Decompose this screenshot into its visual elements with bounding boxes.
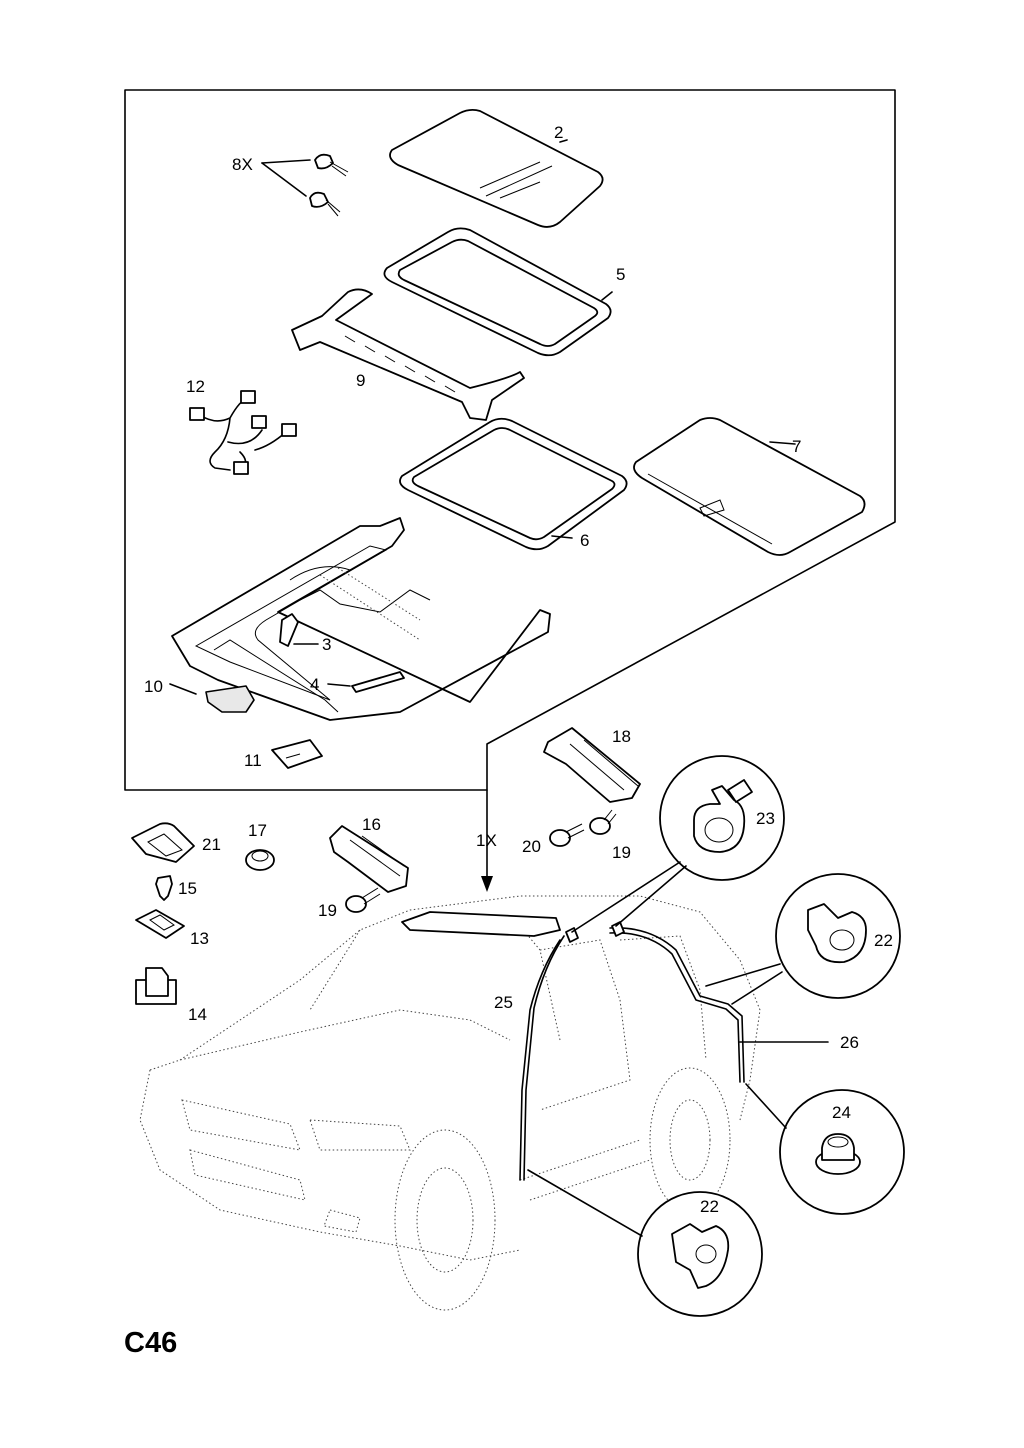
label-18: 18 [612, 727, 631, 746]
detail-circle-24 [779, 1089, 905, 1215]
bracket-part-14 [135, 967, 177, 1005]
bracket-part-18 [543, 727, 641, 803]
label-22-lower: 22 [700, 1197, 719, 1216]
vehicle-outline [139, 895, 761, 1311]
label-16: 16 [362, 815, 381, 834]
label-2: 2 [554, 123, 563, 142]
label-3: 3 [322, 635, 331, 654]
sunshade-part-7 [633, 417, 866, 556]
detail-circle-23 [659, 755, 785, 881]
cover-part-21 [131, 822, 195, 863]
screw-part-8x [261, 153, 349, 217]
detail-circle-22-lower [637, 1191, 763, 1317]
drain-hose-part-26 [609, 927, 745, 1083]
label-5: 5 [616, 265, 625, 284]
nut-part-17 [245, 849, 275, 871]
assembly-frame [124, 89, 896, 791]
label-12: 12 [186, 377, 205, 396]
arrow-head [481, 876, 493, 892]
screw-part-15 [155, 875, 173, 901]
seal-part-5 [383, 227, 612, 357]
label-14: 14 [188, 1005, 207, 1024]
label-9: 9 [356, 371, 365, 390]
deflector-part-9 [291, 288, 525, 421]
frame-assembly-part-10 [171, 517, 551, 721]
label-23: 23 [756, 809, 775, 828]
label-19-lower: 19 [318, 901, 337, 920]
cover-part-11 [271, 739, 323, 769]
cover-part-13 [135, 909, 185, 939]
label-7: 7 [792, 437, 801, 456]
label-15: 15 [178, 879, 197, 898]
bracket-part-3 [279, 613, 299, 647]
lever-part-4 [351, 671, 405, 693]
screw-part-20 [549, 823, 585, 847]
drain-hose-part-25 [519, 939, 561, 1181]
label-20: 20 [522, 837, 541, 856]
label-13: 13 [190, 929, 209, 948]
bracket-part-16 [329, 825, 409, 893]
inner-panel-part-6 [399, 417, 628, 551]
label-4: 4 [310, 675, 319, 694]
screw-part-19-upper [589, 809, 617, 835]
label-19-upper: 19 [612, 843, 631, 862]
label-1x: 1X [476, 831, 497, 850]
label-24: 24 [832, 1103, 851, 1122]
roof-sunroof-opening [401, 911, 561, 937]
label-26: 26 [840, 1033, 859, 1052]
detail-circle-22-upper [775, 873, 901, 999]
diagram-code: C46 [124, 1327, 177, 1359]
label-25: 25 [494, 993, 513, 1012]
label-8x: 8X [232, 155, 253, 174]
screw-part-19-lower [345, 887, 381, 913]
label-11: 11 [244, 751, 262, 770]
label-17: 17 [248, 821, 267, 840]
label-22-upper: 22 [874, 931, 893, 950]
label-21: 21 [202, 835, 221, 854]
label-10: 10 [144, 677, 163, 696]
glass-panel-part-2 [389, 108, 604, 228]
label-6: 6 [580, 531, 589, 550]
wiring-harness-part-12 [189, 390, 297, 475]
